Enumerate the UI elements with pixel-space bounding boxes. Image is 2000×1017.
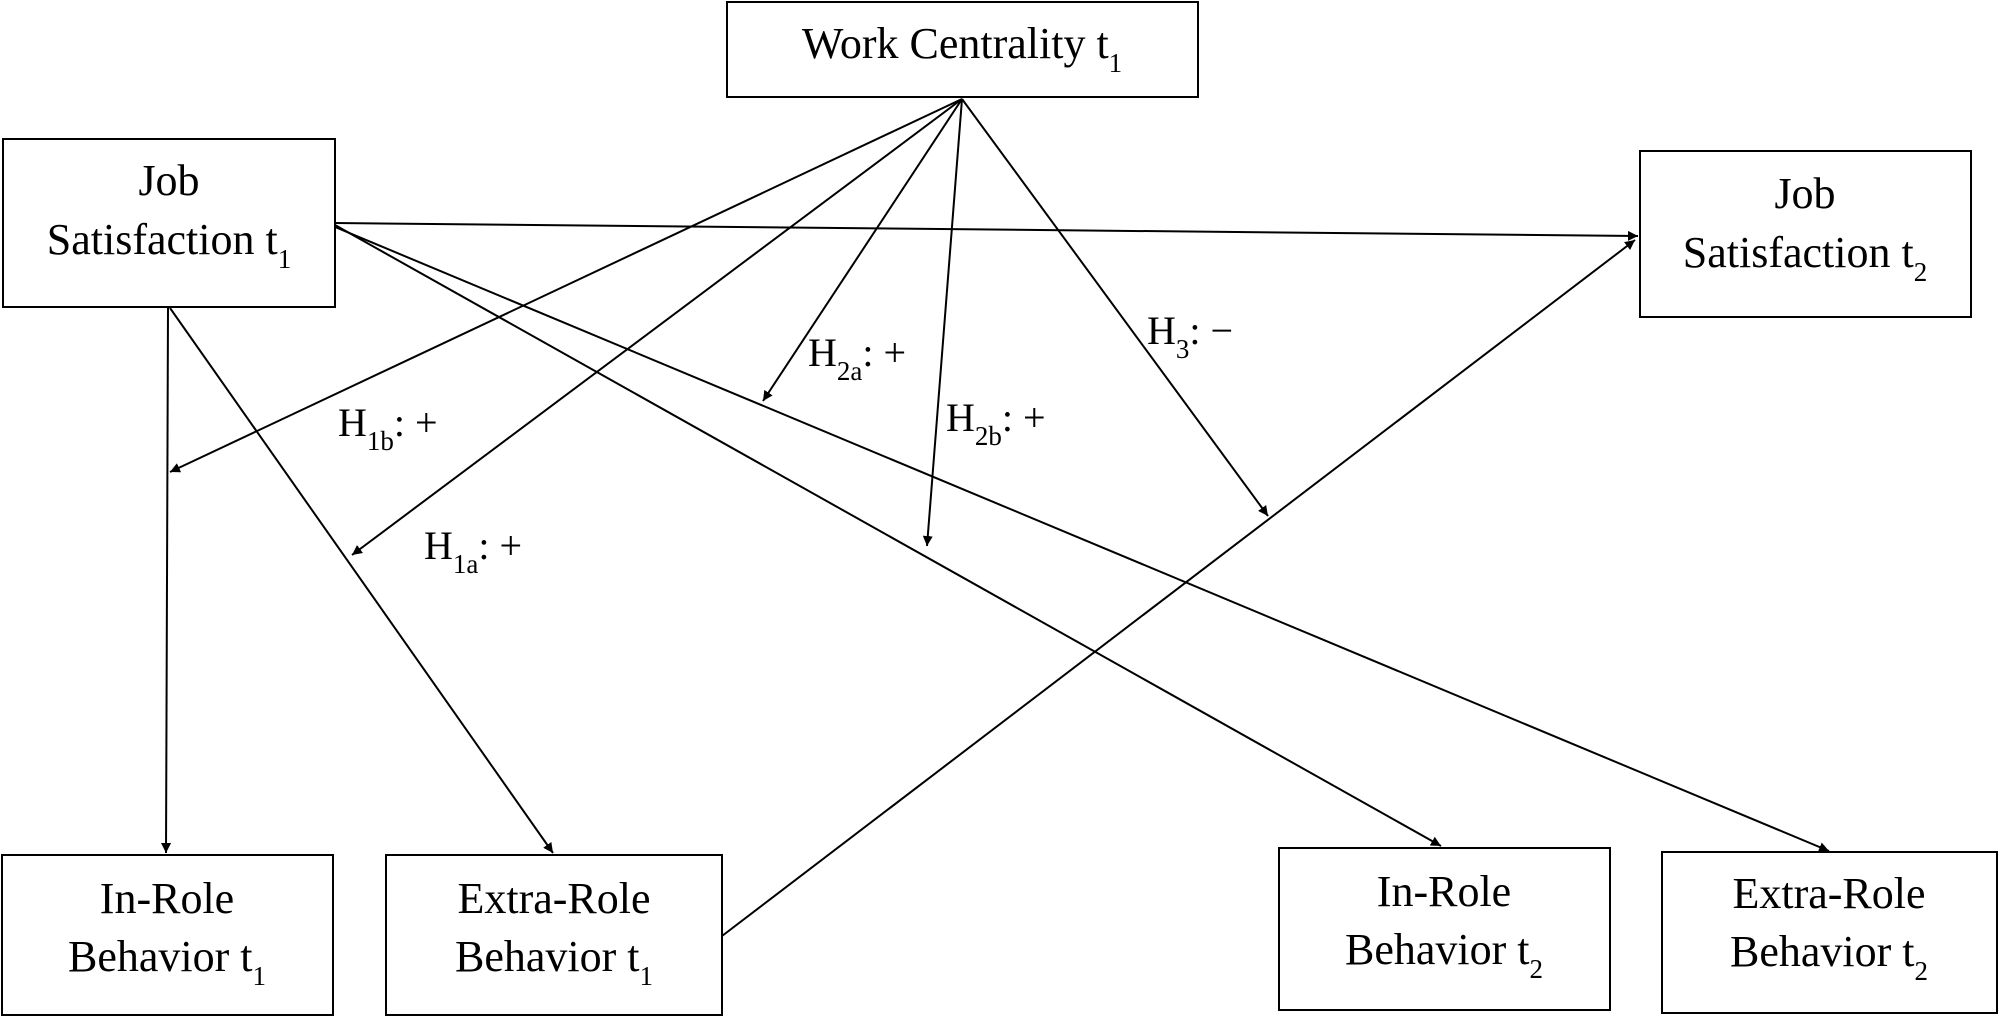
- svg-text:Work Centrality t1: Work Centrality t1: [802, 19, 1122, 78]
- edge-erb1-js2: [721, 239, 1636, 937]
- svg-text:Satisfaction t2: Satisfaction t2: [1683, 228, 1927, 287]
- edge-wc-h2a: [762, 98, 963, 402]
- edge-js1-irb1: [161, 307, 172, 854]
- edge-wc-h1b: [169, 98, 963, 473]
- svg-text:In-Role: In-Role: [1377, 867, 1511, 916]
- node-extra-role-behavior-t2: Extra-Role Behavior t2: [1661, 851, 1998, 1014]
- edge-js1-js2: [334, 222, 1639, 241]
- svg-text:Behavior t1: Behavior t1: [68, 932, 266, 991]
- svg-text:Behavior t1: Behavior t1: [455, 932, 653, 991]
- svg-text:Satisfaction t1: Satisfaction t1: [47, 215, 291, 274]
- node-in-role-behavior-t2: In-Role Behavior t2: [1278, 847, 1611, 1011]
- svg-text:Extra-Role: Extra-Role: [457, 874, 650, 923]
- hypothesis-label-h1b: H1b: +: [338, 400, 438, 456]
- svg-text:Behavior t2: Behavior t2: [1730, 927, 1928, 986]
- edge-wc-h1a: [351, 98, 963, 556]
- node-in-role-behavior-t1: In-Role Behavior t1: [1, 854, 334, 1016]
- svg-text:Job: Job: [1774, 169, 1835, 218]
- edge-wc-h2b: [922, 98, 963, 547]
- edge-js1-erb1: [169, 307, 554, 854]
- svg-text:Behavior t2: Behavior t2: [1345, 925, 1543, 984]
- edge-js1-erb2: [334, 226, 1830, 852]
- node-job-satisfaction-t1: Job Satisfaction t1: [2, 138, 336, 308]
- hypothesis-label-h2b: H2b: +: [946, 395, 1046, 451]
- hypothesis-label-h2a: H2a: +: [808, 330, 906, 386]
- node-job-satisfaction-t2: Job Satisfaction t2: [1639, 150, 1972, 318]
- node-extra-role-behavior-t1: Extra-Role Behavior t1: [385, 854, 723, 1016]
- svg-text:Job: Job: [138, 156, 199, 205]
- edge-js1-irb2: [334, 224, 1442, 847]
- hypothesis-label-h3: H3: −: [1147, 308, 1233, 364]
- hypothesis-label-h1a: H1a: +: [424, 523, 522, 579]
- edges: [161, 98, 1830, 937]
- node-work-centrality-t1: Work Centrality t1: [726, 1, 1199, 98]
- svg-text:In-Role: In-Role: [100, 874, 234, 923]
- svg-text:Extra-Role: Extra-Role: [1732, 869, 1925, 918]
- edge-wc-h3: [961, 98, 1269, 517]
